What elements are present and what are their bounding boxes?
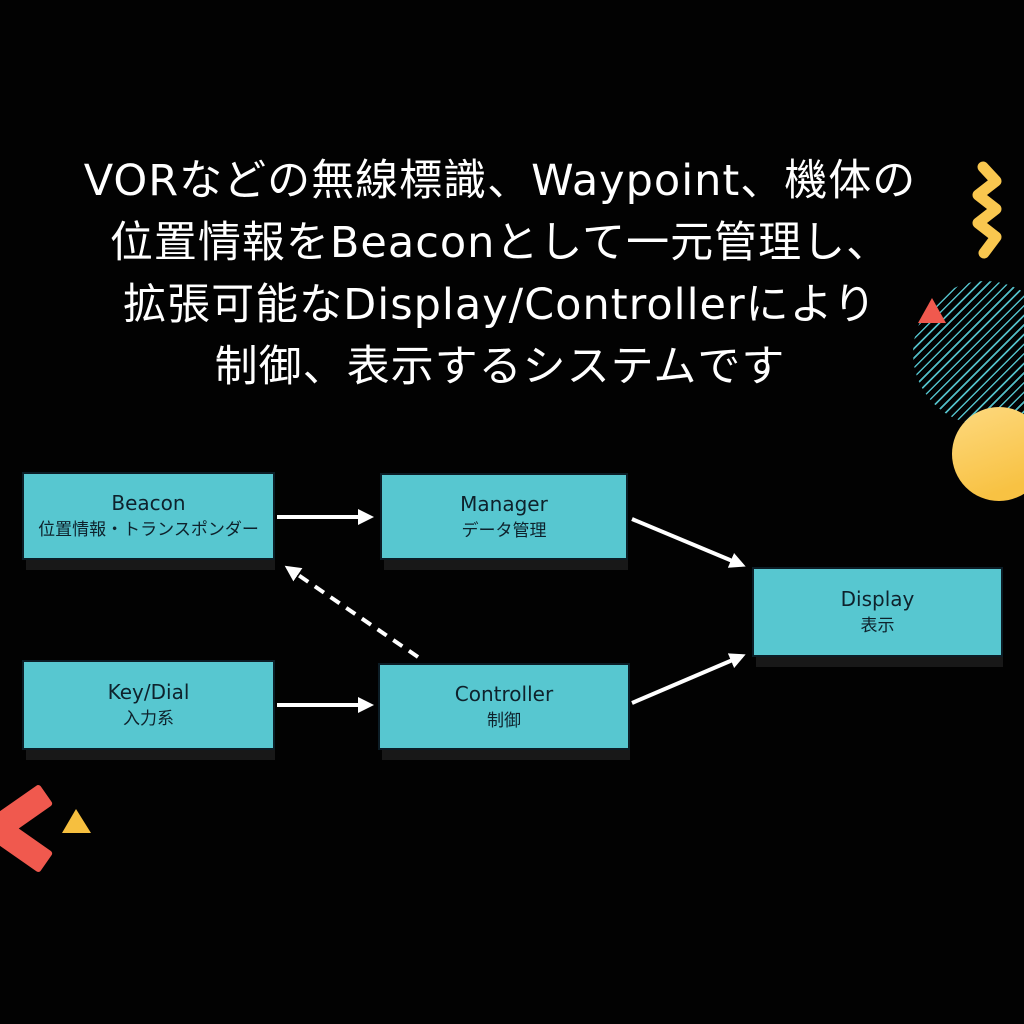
node-beacon-title: Beacon — [111, 491, 186, 515]
yellow-triangle-icon — [62, 809, 91, 833]
node-manager-title: Manager — [460, 491, 548, 516]
node-beacon: Beacon 位置情報・トランスポンダー — [22, 472, 275, 560]
node-display-subtitle: 表示 — [860, 616, 895, 636]
node-controller: Controller 制御 — [378, 663, 630, 750]
yellow-circle-shape — [952, 407, 1024, 501]
node-display-title: Display — [840, 587, 915, 611]
node-controller-subtitle: 制御 — [487, 710, 521, 731]
title-line-4: 制御、表示するシステムです — [214, 342, 786, 392]
title-line-2: 位置情報をBeaconとして一元管理し、 — [109, 218, 891, 268]
slide-title: VORなどの無線標識、Waypoint、機体の 位置情報をBeaconとして一元… — [0, 150, 1000, 398]
node-keydial: Key/Dial 入力系 — [22, 660, 275, 750]
red-triangle-icon — [918, 298, 946, 323]
node-beacon-subtitle: 位置情報・トランスポンダー — [38, 520, 259, 540]
node-keydial-title: Key/Dial — [107, 680, 190, 704]
node-manager-subtitle: データ管理 — [461, 520, 547, 541]
node-keydial-subtitle: 入力系 — [123, 709, 174, 729]
title-line-3: 拡張可能なDisplay/Controllerにより — [123, 280, 877, 330]
title-line-1: VORなどの無線標識、Waypoint、機体の — [83, 156, 917, 206]
node-display: Display 表示 — [752, 567, 1003, 657]
node-controller-title: Controller — [454, 681, 554, 706]
node-manager: Manager データ管理 — [380, 473, 628, 560]
